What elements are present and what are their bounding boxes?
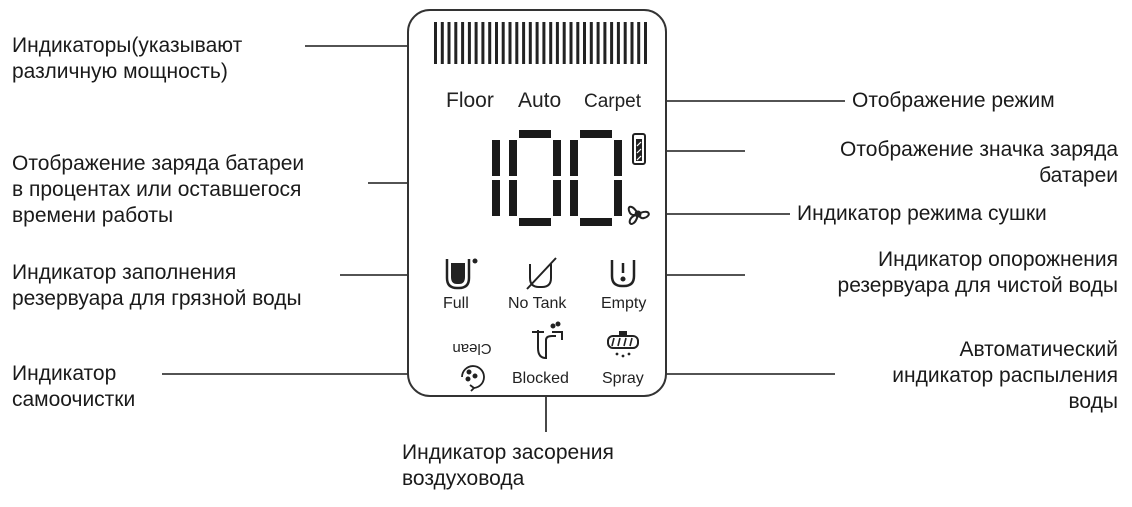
power-bar — [474, 22, 478, 64]
callout-text: Индикатор — [12, 362, 117, 385]
callout-battery-icon: Отображение значка заряда батареи — [840, 137, 1118, 189]
callout-spray: Автоматический индикатор распыления воды — [892, 337, 1118, 415]
battery-icon — [632, 133, 646, 165]
clean-tank-empty-icon — [610, 260, 636, 288]
digit-segment — [580, 130, 612, 138]
digit-segment — [509, 180, 517, 216]
mode-floor: Floor — [446, 89, 494, 112]
label-clean: Clean — [452, 340, 491, 357]
spray-icon — [607, 331, 639, 358]
power-bar — [467, 22, 471, 64]
callout-text: в процентах или оставшегося — [12, 178, 302, 201]
callout-text: индикатор распыления — [892, 364, 1118, 387]
callout-battery-percent: Отображение заряда батареи в процентах и… — [12, 151, 304, 229]
digit-segment — [553, 140, 561, 176]
digit-segment — [509, 140, 517, 176]
display-panel: Floor Auto Carpet Full — [407, 9, 667, 397]
callout-text: Отображение значка заряда — [840, 138, 1118, 161]
power-bar — [501, 22, 505, 64]
digit-segment — [553, 180, 561, 216]
power-bar — [549, 22, 553, 64]
mode-auto: Auto — [518, 89, 561, 112]
power-bar — [528, 22, 532, 64]
power-bar — [583, 22, 586, 64]
callout-text: Индикатор опорожнения — [878, 248, 1118, 271]
callout-self-clean: Индикатор самоочистки — [12, 361, 135, 413]
callout-text: Индикатор засорения — [402, 441, 614, 464]
power-bar — [623, 22, 627, 64]
power-bar — [596, 22, 600, 64]
power-bar — [644, 22, 647, 64]
power-indicator-bars — [434, 22, 647, 64]
label-spray: Spray — [602, 370, 644, 387]
callout-text: различную мощность) — [12, 60, 228, 83]
power-bar — [630, 22, 634, 64]
digit-segment — [614, 140, 622, 176]
power-bar — [461, 22, 465, 64]
power-bar — [495, 22, 498, 64]
callout-text: Индикаторы(указывают — [12, 34, 243, 57]
self-clean-icon — [461, 365, 485, 392]
power-bar — [637, 22, 641, 64]
power-bar — [535, 22, 539, 64]
digit-segment — [519, 130, 551, 138]
digit-segment — [519, 218, 551, 226]
digit-segment — [614, 180, 622, 216]
callout-text: Индикатор заполнения — [12, 261, 237, 284]
power-bar — [589, 22, 593, 64]
callout-dirty-tank: Индикатор заполнения резервуара для гряз… — [12, 260, 302, 312]
power-bar — [481, 22, 485, 64]
mode-carpet: Carpet — [584, 91, 642, 112]
power-bar — [488, 22, 492, 64]
power-bar — [555, 22, 559, 64]
panel-frame — [407, 9, 667, 397]
no-tank-icon — [526, 257, 557, 290]
callout-text: времени работы — [12, 204, 174, 227]
power-bar — [440, 22, 444, 64]
power-bar — [603, 22, 607, 64]
power-bar — [576, 22, 580, 64]
power-bar — [562, 22, 566, 64]
label-full: Full — [443, 295, 469, 312]
power-bar — [434, 22, 437, 64]
power-bar — [610, 22, 614, 64]
callout-text: воды — [1068, 390, 1119, 413]
callout-clean-tank: Индикатор опорожнения резервуара для чис… — [838, 247, 1118, 299]
power-bar — [508, 22, 512, 64]
fan-drying-icon — [627, 205, 650, 225]
callout-text: Индикатор режима сушки — [797, 202, 1047, 225]
power-bar — [515, 22, 519, 64]
digit-segment — [570, 140, 578, 176]
callout-text: резервуара для грязной воды — [12, 287, 302, 310]
callout-text: самоочистки — [12, 388, 136, 411]
callout-drying-mode: Индикатор режима сушки — [797, 201, 1047, 227]
power-bar — [454, 22, 458, 64]
label-no-tank: No Tank — [508, 295, 567, 312]
blocked-duct-icon — [532, 321, 563, 360]
callout-text: Автоматический — [959, 338, 1118, 361]
digit-segment — [580, 218, 612, 226]
power-bar — [542, 22, 546, 64]
callout-text: резервуара для чистой воды — [837, 274, 1118, 297]
power-bar — [616, 22, 620, 64]
label-blocked: Blocked — [512, 370, 569, 387]
callout-power-indicators: Индикаторы(указывают различную мощность) — [12, 33, 242, 85]
digit-segment — [492, 180, 500, 216]
digit-segment — [492, 140, 500, 176]
callout-duct-blocked: Индикатор засорения воздуховода — [402, 440, 614, 492]
dirty-tank-full-icon — [445, 258, 478, 290]
power-bar — [447, 22, 451, 64]
digit-segment — [570, 180, 578, 216]
callout-mode-display: Отображение режим — [852, 88, 1055, 114]
power-bar — [522, 22, 526, 64]
battery-digits-display — [492, 130, 622, 226]
callout-text: батареи — [1039, 164, 1118, 187]
callout-text: Отображение режим — [852, 89, 1055, 112]
callout-text: воздуховода — [402, 467, 525, 490]
callout-text: Отображение заряда батареи — [12, 152, 305, 175]
label-empty: Empty — [601, 295, 646, 312]
power-bar — [569, 22, 573, 64]
